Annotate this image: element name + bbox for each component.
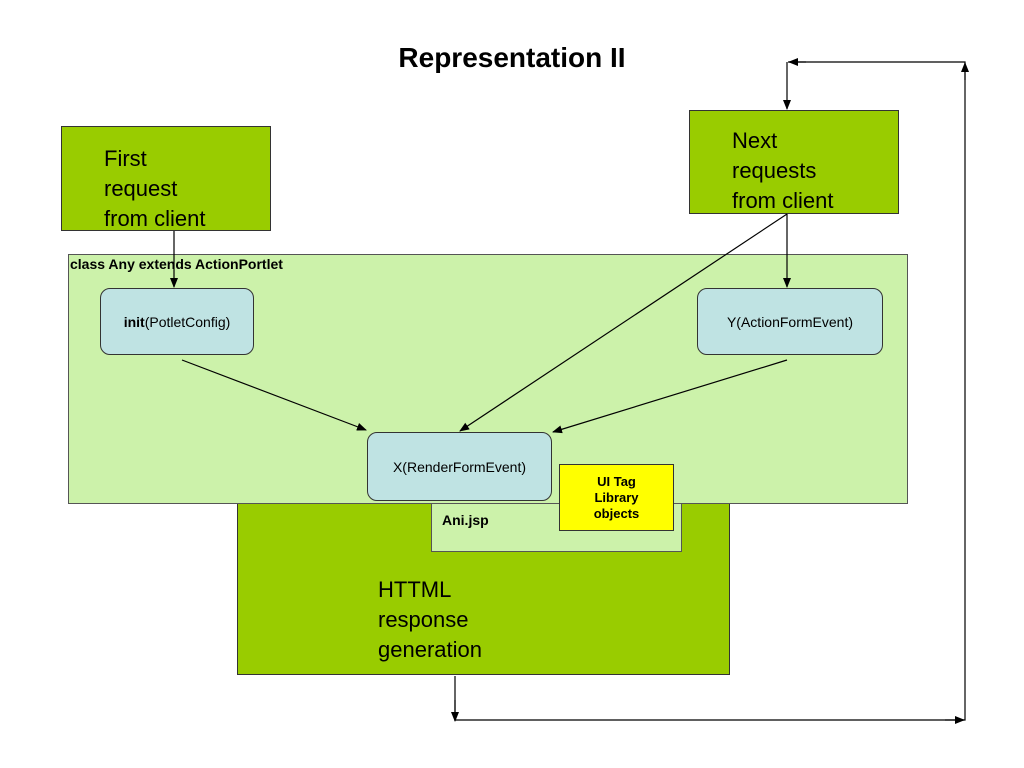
init-method-name: init <box>123 313 145 330</box>
ui-tag-library-box: UI Tag Library objects <box>559 464 674 531</box>
next-requests-box <box>689 110 899 214</box>
y-method-box: Y(ActionFormEvent) <box>697 288 883 355</box>
ani-jsp-label: Ani.jsp <box>442 512 489 528</box>
response-generation-text: HTTML response generation <box>378 577 482 662</box>
arrow-next-to-x <box>459 213 788 432</box>
class-label: class Any extends ActionPortlet <box>70 256 283 272</box>
x-method-box: X(RenderFormEvent) <box>367 432 552 501</box>
first-request-text: First request from client <box>104 146 206 231</box>
init-method-args: (PotletConfig) <box>144 313 231 330</box>
arrow-init-to-x <box>181 359 367 431</box>
next-requests-text: Next requests from client <box>732 128 834 213</box>
loop-back-path <box>454 61 966 721</box>
diagram-title: Representation II <box>398 42 626 73</box>
first-request-box <box>61 126 271 231</box>
init-method-box: init(PotletConfig) <box>100 288 254 355</box>
arrow-y-to-x <box>552 359 788 434</box>
